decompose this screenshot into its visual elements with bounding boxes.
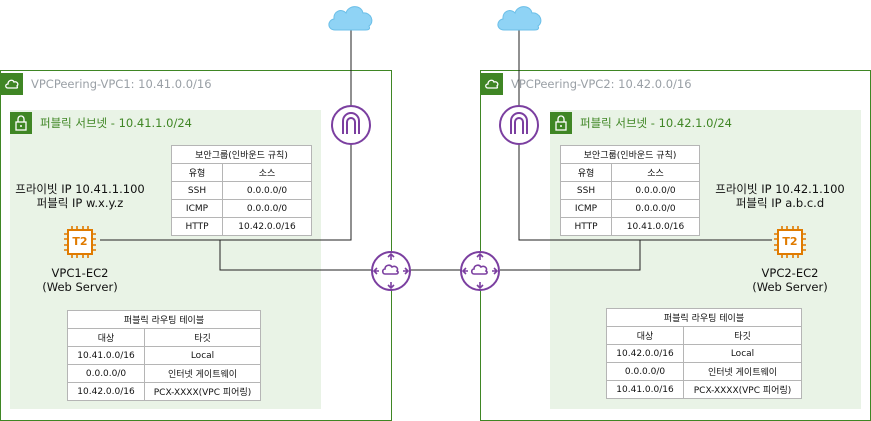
vpc1-private-ip: 프라이빗 IP 10.41.1.100 (15, 182, 145, 196)
table-title: 보안그룹(인바운드 규칙) (171, 145, 312, 164)
vpc2-header: VPCPeering-VPC2: 10.42.0.0/16 (481, 71, 692, 97)
table-title: 퍼블릭 라우팅 테이블 (606, 308, 802, 327)
cell: 0.0.0.0/0 (606, 362, 684, 381)
column-header: 타깃 (144, 328, 261, 347)
cell: ICMP (560, 199, 612, 218)
subnet1-label: 퍼블릭 서브넷 - 10.41.1.0/24 (40, 116, 192, 130)
vpc1-header: VPCPeering-VPC1: 10.41.0.0/16 (1, 71, 212, 97)
cell: 10.41.0.0/16 (611, 217, 700, 236)
cell: ICMP (171, 199, 223, 218)
ec2-instance-icon: T2 (62, 224, 98, 260)
cell: 0.0.0.0/0 (611, 199, 700, 218)
column-header: 유형 (560, 163, 612, 182)
cell: SSH (171, 181, 223, 200)
column-header: 대상 (67, 328, 145, 347)
ec2-instance-icon: T2 (772, 224, 808, 260)
cell: Local (683, 344, 802, 363)
cloud-icon (497, 6, 542, 31)
cell: 인터넷 게이트웨이 (144, 364, 261, 383)
vpc2-instance-name: VPC2-EC2 (761, 266, 819, 280)
lock-icon (550, 112, 572, 134)
cell: 10.41.0.0/16 (606, 380, 684, 399)
vpc2-label: VPCPeering-VPC2: 10.42.0.0/16 (511, 77, 692, 91)
column-header: 소스 (611, 163, 700, 182)
subnet2-label: 퍼블릭 서브넷 - 10.42.1.0/24 (580, 116, 732, 130)
vpc1-label: VPCPeering-VPC1: 10.41.0.0/16 (31, 77, 212, 91)
cell: SSH (560, 181, 612, 200)
cell: 10.42.0.0/16 (606, 344, 684, 363)
vpc2-instance-role: (Web Server) (752, 280, 828, 294)
vpc1-instance-name: VPC1-EC2 (51, 266, 109, 280)
vpc1-public-ip: 퍼블릭 IP w.x.y.z (36, 196, 124, 210)
cloud-icon (328, 6, 373, 31)
cell: 0.0.0.0/0 (611, 181, 700, 200)
ec2-type-label: T2 (72, 235, 88, 248)
cell: 10.41.0.0/16 (67, 346, 145, 365)
column-header: 타깃 (683, 326, 802, 345)
column-header: 유형 (171, 163, 223, 182)
cell: PCX-XXXX(VPC 피어링) (683, 380, 802, 399)
internet-gateway-icon (331, 105, 371, 145)
lock-icon (10, 112, 32, 134)
vpc1-instance-role: (Web Server) (42, 280, 118, 294)
column-header: 대상 (606, 326, 684, 345)
table-title: 보안그룹(인바운드 규칙) (560, 145, 700, 164)
vpc2-public-ip: 퍼블릭 IP a.b.c.d (735, 196, 825, 210)
subnet2-header: 퍼블릭 서브넷 - 10.42.1.0/24 (550, 110, 732, 136)
column-header: 소스 (222, 163, 312, 182)
cell: HTTP (171, 217, 223, 236)
cell: 0.0.0.0/0 (222, 199, 312, 218)
table-title: 퍼블릭 라우팅 테이블 (67, 310, 261, 329)
vpc-cloud-icon (1, 73, 23, 95)
cell: HTTP (560, 217, 612, 236)
cell: PCX-XXXX(VPC 피어링) (144, 382, 261, 401)
cell: 0.0.0.0/0 (67, 364, 145, 383)
vpc-cloud-icon (481, 73, 503, 95)
cell: 10.42.0.0/16 (222, 217, 312, 236)
internet-gateway-icon (499, 105, 539, 145)
vpc-router-icon (460, 251, 500, 291)
cell: 인터넷 게이트웨이 (683, 362, 802, 381)
vpc2-private-ip: 프라이빗 IP 10.42.1.100 (715, 182, 845, 196)
vpc-router-icon (371, 251, 411, 291)
cell: Local (144, 346, 261, 365)
cell: 0.0.0.0/0 (222, 181, 312, 200)
cell: 10.42.0.0/16 (67, 382, 145, 401)
subnet1-header: 퍼블릭 서브넷 - 10.41.1.0/24 (10, 110, 192, 136)
ec2-type-label: T2 (782, 235, 798, 248)
